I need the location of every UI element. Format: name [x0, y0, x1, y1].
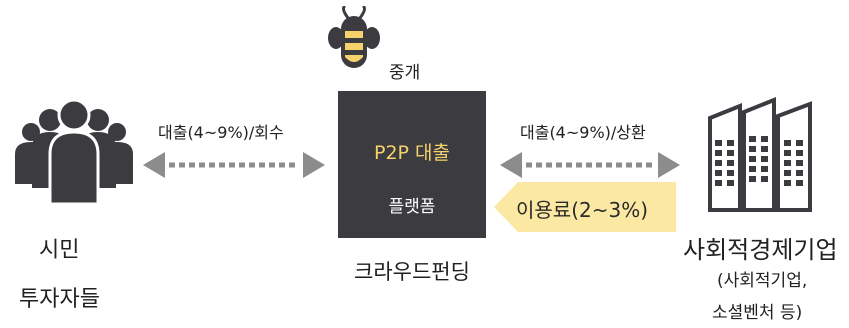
fee-arrow	[494, 182, 676, 232]
platform-box	[338, 91, 486, 238]
left-flow-label: 대출(4~9%)/회수	[158, 123, 284, 142]
platform-subtitle: 플랫폼	[388, 197, 436, 217]
social-enterprise-sub2: 소셜벤처 등)	[712, 303, 803, 323]
buildings-icon	[708, 97, 812, 212]
right-double-arrow	[500, 152, 680, 178]
platform-title: P2P 대출	[373, 142, 450, 164]
broker-label: 중개	[389, 63, 421, 83]
platform-caption: 크라우드펀딩	[354, 260, 470, 284]
people-group-icon	[15, 98, 133, 206]
bee-icon	[328, 6, 380, 68]
left-double-arrow	[143, 152, 325, 178]
investors-label-line2: 투자자들	[19, 287, 100, 312]
fee-label: 이용료(2~3%)	[516, 198, 649, 222]
social-enterprise-title: 사회적경제기업	[683, 236, 838, 264]
social-enterprise-sub1: (사회적기업,	[717, 271, 808, 291]
investors-label-line1: 시민	[39, 238, 80, 263]
right-flow-label: 대출(4~9%)/상환	[520, 123, 646, 142]
